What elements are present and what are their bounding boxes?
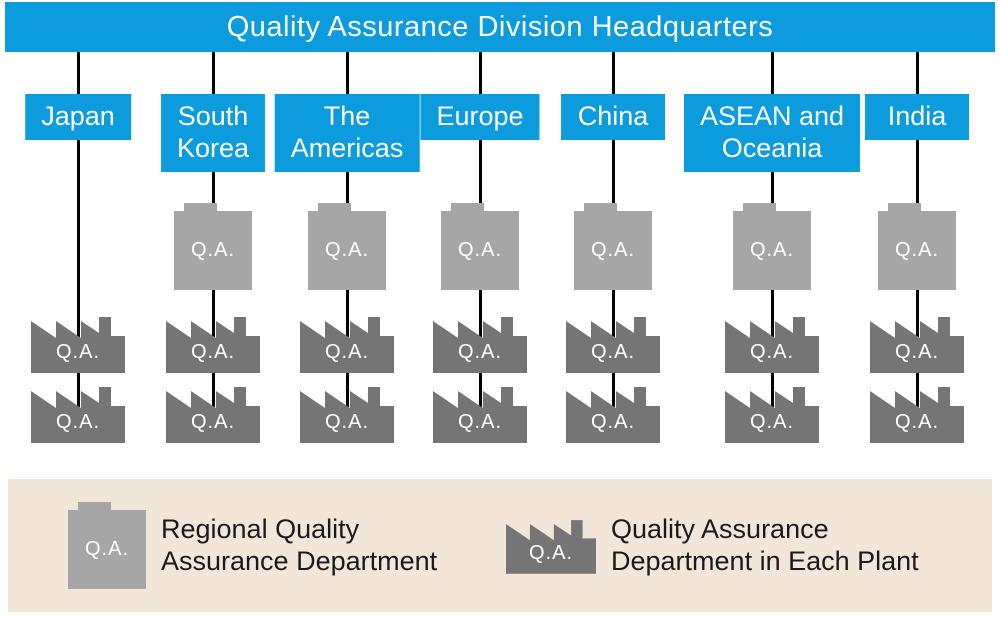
region-box-india: India: [865, 94, 969, 140]
plant-qa-label-the-americas-1: Q.A.: [324, 340, 369, 363]
plant-qa-label-japan-2: Q.A.: [55, 410, 100, 433]
regional-qa-label-asean-and-oceania: Q.A.: [749, 239, 794, 261]
region-box-china: China: [561, 94, 665, 140]
region-box-japan: Japan: [25, 94, 131, 140]
plant-qa-label-india-2: Q.A.: [894, 410, 939, 433]
regional-qa-label-the-americas: Q.A.: [324, 239, 369, 261]
connector-line: [478, 140, 482, 207]
connector-line: [915, 371, 919, 407]
regional-qa-building-icon: Q.A.: [68, 502, 146, 589]
connector-line: [915, 140, 919, 207]
plant-qa-factory-icon: Q.A.: [506, 517, 596, 575]
connector-line: [345, 371, 349, 407]
regional-qa-building-icon-the-americas: Q.A.: [308, 203, 386, 290]
plant-qa-factory-icon-europe-1: Q.A.: [433, 315, 527, 373]
regional-qa-building-icon-europe: Q.A.: [441, 203, 519, 290]
connector-line: [611, 371, 615, 407]
plant-qa-factory-icon-japan-2: Q.A.: [31, 385, 125, 443]
plant-qa-factory-icon-asean-and-oceania-1: Q.A.: [725, 315, 819, 373]
connector-line: [345, 52, 349, 98]
connector-line: [770, 371, 774, 407]
legend-plant-qa-text: Quality Assurance Department in Each Pla…: [611, 513, 919, 576]
connector-line: [611, 140, 615, 207]
connector-line: [211, 371, 215, 407]
plant-qa-label-the-americas-2: Q.A.: [324, 410, 369, 433]
connector-line: [915, 52, 919, 98]
connector-line: [478, 52, 482, 98]
regional-qa-label-india: Q.A.: [894, 239, 939, 261]
connector-line: [345, 172, 349, 207]
regional-qa-building-icon-asean-and-oceania: Q.A.: [733, 203, 811, 290]
legend-regional-qa-text: Regional Quality Assurance Department: [161, 513, 438, 576]
plant-qa-label-europe-1: Q.A.: [457, 340, 502, 363]
connector-line: [770, 172, 774, 207]
plant-qa-factory-icon-south-korea-2: Q.A.: [166, 385, 260, 443]
plant-qa-label-south-korea-2: Q.A.: [190, 410, 235, 433]
connector-line: [345, 290, 349, 338]
connector-line: [76, 371, 80, 407]
legend-item-regional-qa: Q.A. Regional Quality Assurance Departme…: [68, 479, 437, 612]
regional-qa-label-china: Q.A.: [590, 239, 635, 261]
connector-line: [478, 290, 482, 338]
plant-qa-label-china-1: Q.A.: [590, 340, 635, 363]
connector-line: [915, 290, 919, 338]
plant-qa-factory-icon-europe-2: Q.A.: [433, 385, 527, 443]
connector-line: [611, 290, 615, 338]
connector-line: [211, 52, 215, 98]
regional-qa-building-icon-china: Q.A.: [574, 203, 652, 290]
plant-qa-factory-icon-china-2: Q.A.: [566, 385, 660, 443]
plant-qa-label-south-korea-1: Q.A.: [190, 340, 235, 363]
plant-qa-factory-icon-asean-and-oceania-2: Q.A.: [725, 385, 819, 443]
connector-line: [478, 371, 482, 407]
plant-qa-label-europe-2: Q.A.: [457, 410, 502, 433]
legend-item-plant-qa: Q.A. Quality Assurance Department in Eac…: [506, 479, 919, 612]
connector-line: [76, 140, 80, 338]
legend-plant-qa-label: Q.A.: [528, 542, 573, 564]
region-box-asean-and-oceania: ASEAN and Oceania: [683, 94, 861, 172]
headquarters-title: Quality Assurance Division Headquarters: [226, 10, 774, 43]
plant-qa-factory-icon-japan-1: Q.A.: [31, 315, 125, 373]
regional-qa-label-europe: Q.A.: [457, 239, 502, 261]
plant-qa-factory-icon-china-1: Q.A.: [566, 315, 660, 373]
connector-line: [770, 290, 774, 338]
plant-qa-label-japan-1: Q.A.: [55, 340, 100, 363]
connector-line: [770, 52, 774, 98]
plant-qa-factory-icon-india-1: Q.A.: [870, 315, 964, 373]
plant-qa-label-china-2: Q.A.: [590, 410, 635, 433]
region-box-europe: Europe: [420, 94, 540, 140]
plant-qa-factory-icon-india-2: Q.A.: [870, 385, 964, 443]
legend-regional-qa-label: Q.A.: [84, 538, 129, 560]
legend-panel: Q.A. Regional Quality Assurance Departme…: [8, 479, 992, 612]
plant-qa-factory-icon-south-korea-1: Q.A.: [166, 315, 260, 373]
plant-qa-factory-icon-the-americas-1: Q.A.: [300, 315, 394, 373]
region-box-south-korea: South Korea: [160, 94, 266, 172]
plant-qa-factory-icon-the-americas-2: Q.A.: [300, 385, 394, 443]
connector-line: [611, 52, 615, 98]
connector-line: [76, 52, 80, 98]
regional-qa-building-icon-india: Q.A.: [878, 203, 956, 290]
region-box-the-americas: The Americas: [274, 94, 420, 172]
regional-qa-building-icon-south-korea: Q.A.: [174, 203, 252, 290]
plant-qa-label-asean-and-oceania-1: Q.A.: [749, 340, 794, 363]
connector-line: [211, 172, 215, 207]
headquarters-bar: Quality Assurance Division Headquarters: [5, 2, 995, 52]
regional-qa-label-south-korea: Q.A.: [190, 239, 235, 261]
plant-qa-label-asean-and-oceania-2: Q.A.: [749, 410, 794, 433]
connector-line: [211, 290, 215, 338]
plant-qa-label-india-1: Q.A.: [894, 340, 939, 363]
